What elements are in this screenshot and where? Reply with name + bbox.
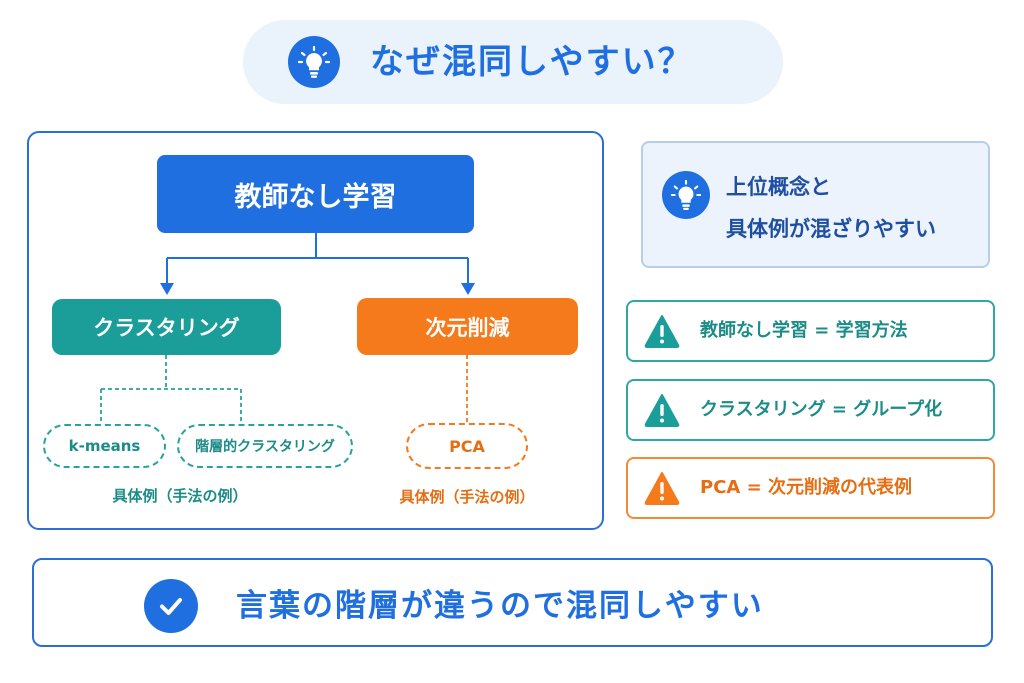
lightbulb-icon xyxy=(288,36,340,88)
warning-box-clustering xyxy=(626,379,995,441)
clustering-box: クラスタリング xyxy=(52,299,281,355)
dimensionality-reduction-box: 次元削減 xyxy=(357,298,578,355)
info-text-line1: 上位概念と xyxy=(726,175,831,199)
unsupervised-learning-box: 教師なし学習 xyxy=(157,155,474,233)
warning-box-unsupervised xyxy=(626,300,995,362)
pca-example: PCA xyxy=(406,423,528,469)
kmeans-example: k-means xyxy=(43,424,166,468)
hierarchical-clustering-example: 階層的クラスタリング xyxy=(177,424,353,468)
info-box xyxy=(641,141,990,268)
info-text-line2: 具体例が混ざりやすい xyxy=(726,217,936,241)
warning-text: クラスタリング = グループ化 xyxy=(700,399,943,420)
reduction-examples-caption: 具体例（手法の例） xyxy=(399,488,535,506)
warning-triangle-icon xyxy=(644,314,680,348)
warning-triangle-icon xyxy=(644,393,680,427)
warning-box-pca xyxy=(626,457,995,519)
clustering-examples-caption: 具体例（手法の例） xyxy=(112,487,248,505)
warning-text: 教師なし学習 = 学習方法 xyxy=(700,320,908,341)
page-title: なぜ混同しやすい？ xyxy=(370,42,694,82)
conclusion-text: 言葉の階層が違うので混同しやすい xyxy=(236,588,764,624)
lightbulb-icon xyxy=(662,171,710,219)
warning-text: PCA = 次元削減の代表例 xyxy=(700,477,912,498)
check-icon xyxy=(144,579,198,633)
warning-triangle-icon xyxy=(644,471,680,505)
